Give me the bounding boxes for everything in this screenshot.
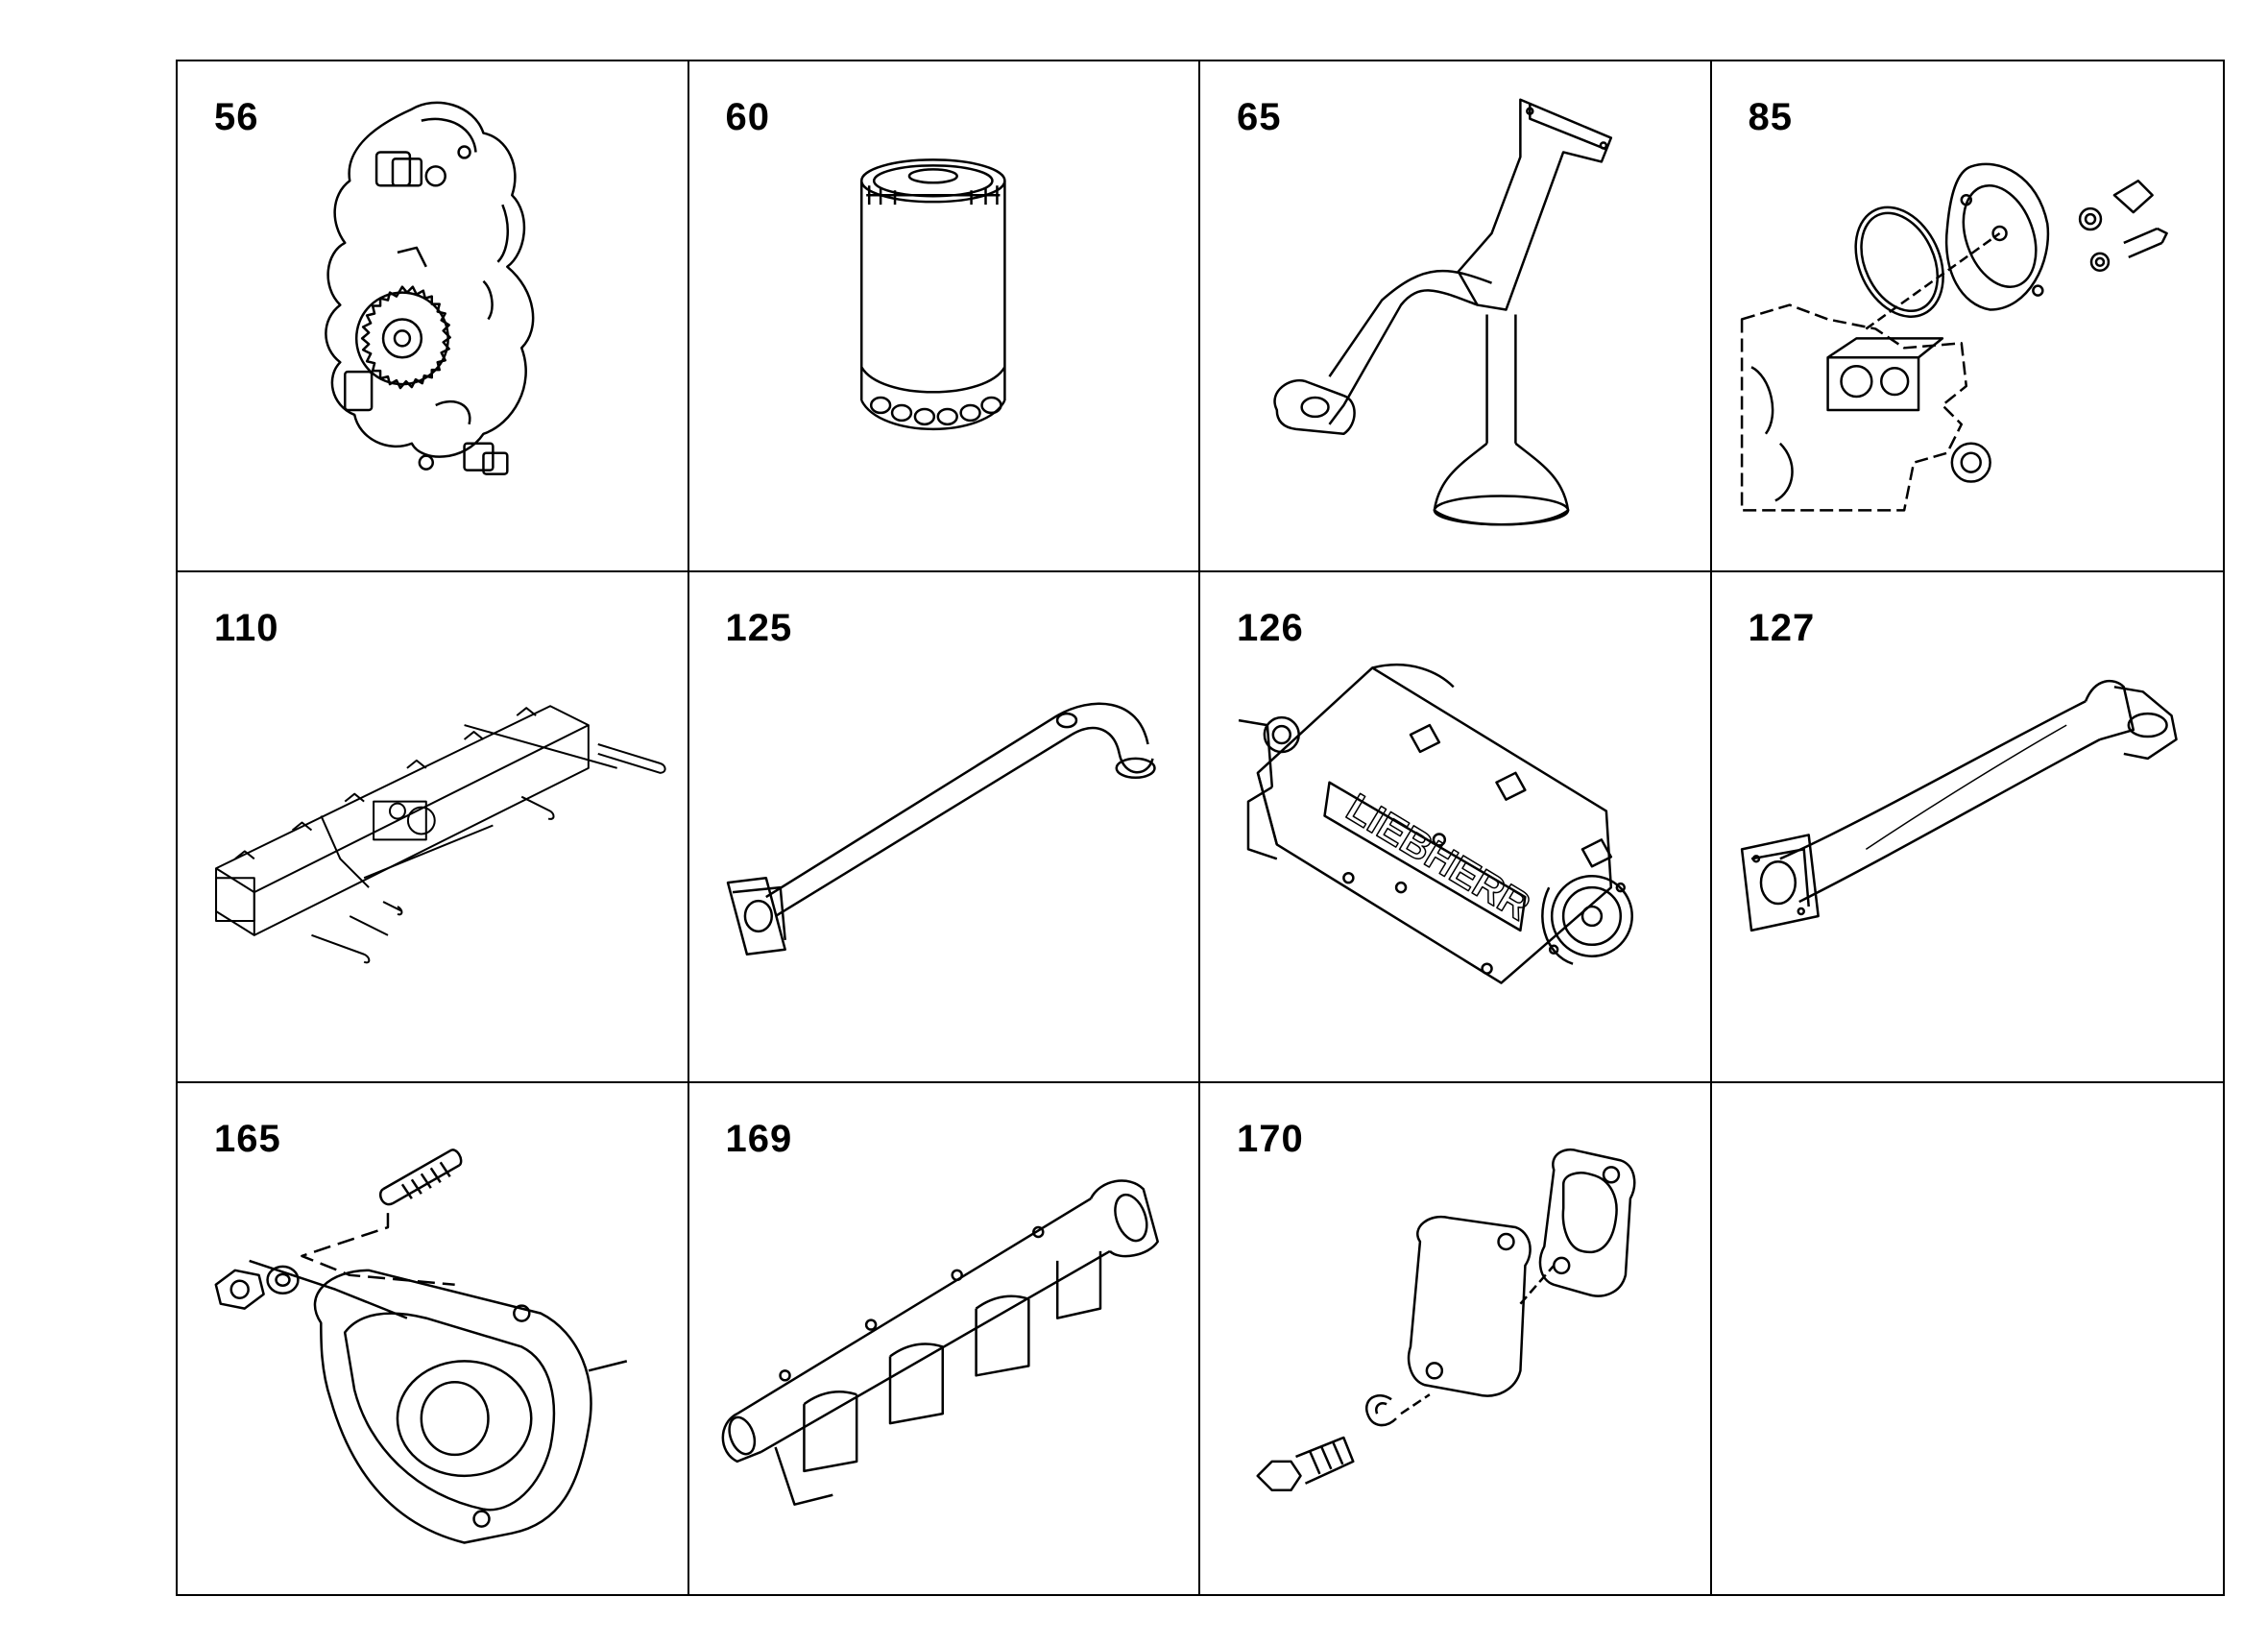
part-cell-56[interactable]: 56: [178, 61, 689, 572]
part-number: 65: [1237, 96, 1282, 138]
oil-pump-icon: [178, 61, 688, 570]
part-number: 125: [725, 607, 793, 649]
cover-plate-assembly-icon: [1712, 61, 2224, 570]
part-cell-65[interactable]: 65: [1200, 61, 1712, 572]
manifold-with-bolts-icon: [178, 572, 688, 1081]
part-number: 56: [214, 96, 259, 138]
part-number: 60: [725, 96, 770, 138]
part-cell-125[interactable]: 125: [688, 572, 1200, 1083]
part-cell-60[interactable]: 60: [688, 61, 1200, 572]
cover-with-stud-icon: [178, 1083, 688, 1594]
oil-cooler-icon: LIEBHERR: [1200, 572, 1710, 1081]
part-number: 170: [1237, 1118, 1304, 1160]
part-cell-170[interactable]: 170: [1200, 1083, 1712, 1594]
bent-pipe-icon: [689, 572, 1199, 1081]
oil-suction-pipe-icon: [1200, 61, 1710, 570]
empty-cell: [1712, 1083, 2224, 1594]
oil-cooler-brand: LIEBHERR: [1339, 785, 1538, 929]
part-number: 127: [1748, 607, 1816, 649]
part-number: 85: [1748, 96, 1793, 138]
parts-grid: 56: [176, 60, 2225, 1596]
part-cell-85[interactable]: 85: [1711, 61, 2224, 572]
part-cell-165[interactable]: 165: [178, 1083, 689, 1594]
part-cell-169[interactable]: 169: [689, 1083, 1200, 1594]
part-number: 110: [214, 607, 279, 649]
part-number: 169: [725, 1118, 793, 1160]
part-number: 165: [214, 1118, 281, 1160]
part-cell-126[interactable]: 126 LIEBHERR: [1200, 572, 1712, 1083]
part-cell-127[interactable]: 127: [1711, 572, 2224, 1083]
blanking-plate-kit-icon: [1200, 1083, 1710, 1594]
part-number: 126: [1237, 607, 1304, 649]
flanged-pipe-icon: [1712, 572, 2224, 1081]
oil-filter-icon: [689, 61, 1199, 570]
part-cell-110[interactable]: 110: [178, 572, 689, 1083]
exhaust-manifold-icon: [689, 1083, 1199, 1594]
